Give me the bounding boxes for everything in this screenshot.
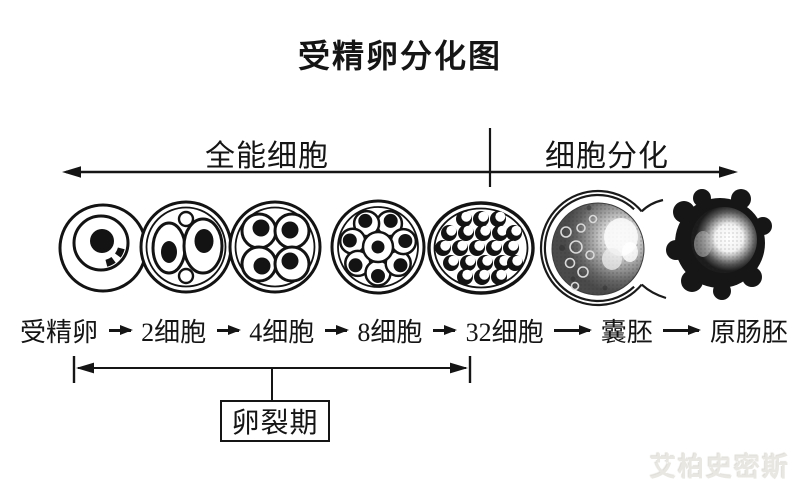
stage-label-gastrula: 原肠胚	[709, 318, 788, 347]
flow-arrow-icon	[216, 329, 239, 332]
flow-arrow-icon	[108, 329, 131, 332]
totipotent-cells-label: 全能细胞	[205, 140, 329, 173]
blastula-icon	[539, 189, 667, 307]
gastrula-icon	[666, 189, 772, 300]
page-title: 受精卵分化图	[297, 37, 502, 75]
cell-differentiation-label: 细胞分化	[545, 140, 669, 173]
two-cell-icon	[139, 200, 233, 294]
cleavage-stage-box: 卵裂期	[220, 400, 330, 442]
flow-arrow-icon	[324, 329, 347, 332]
thirty-two-cell-icon	[427, 201, 535, 295]
eight-cell-icon	[330, 199, 426, 295]
flow-arrow-icon	[554, 329, 591, 332]
stage-label-4-cell: 4细胞	[249, 318, 315, 347]
cleavage-bracket	[72, 356, 472, 401]
stage-label-8-cell: 8细胞	[357, 318, 423, 347]
four-cell-icon	[228, 200, 322, 294]
flow-arrow-icon	[433, 329, 455, 332]
stage-flow-row: 受精卵 2细胞 4细胞 8细胞 32细胞 囊胚 原肠胚	[20, 312, 788, 349]
cleavage-stage-label: 卵裂期	[231, 408, 319, 439]
fertilized-egg-icon	[58, 203, 148, 293]
stage-label-2-cell: 2细胞	[141, 318, 207, 347]
stage-label-32-cell: 32细胞	[465, 318, 544, 347]
flow-arrow-icon	[663, 329, 700, 332]
stage-label-blastula: 囊胚	[600, 318, 653, 347]
stage-label-zygote: 受精卵	[20, 318, 99, 347]
watermark-text: 艾柏史密斯	[649, 453, 790, 483]
axis-arrow	[62, 128, 738, 187]
